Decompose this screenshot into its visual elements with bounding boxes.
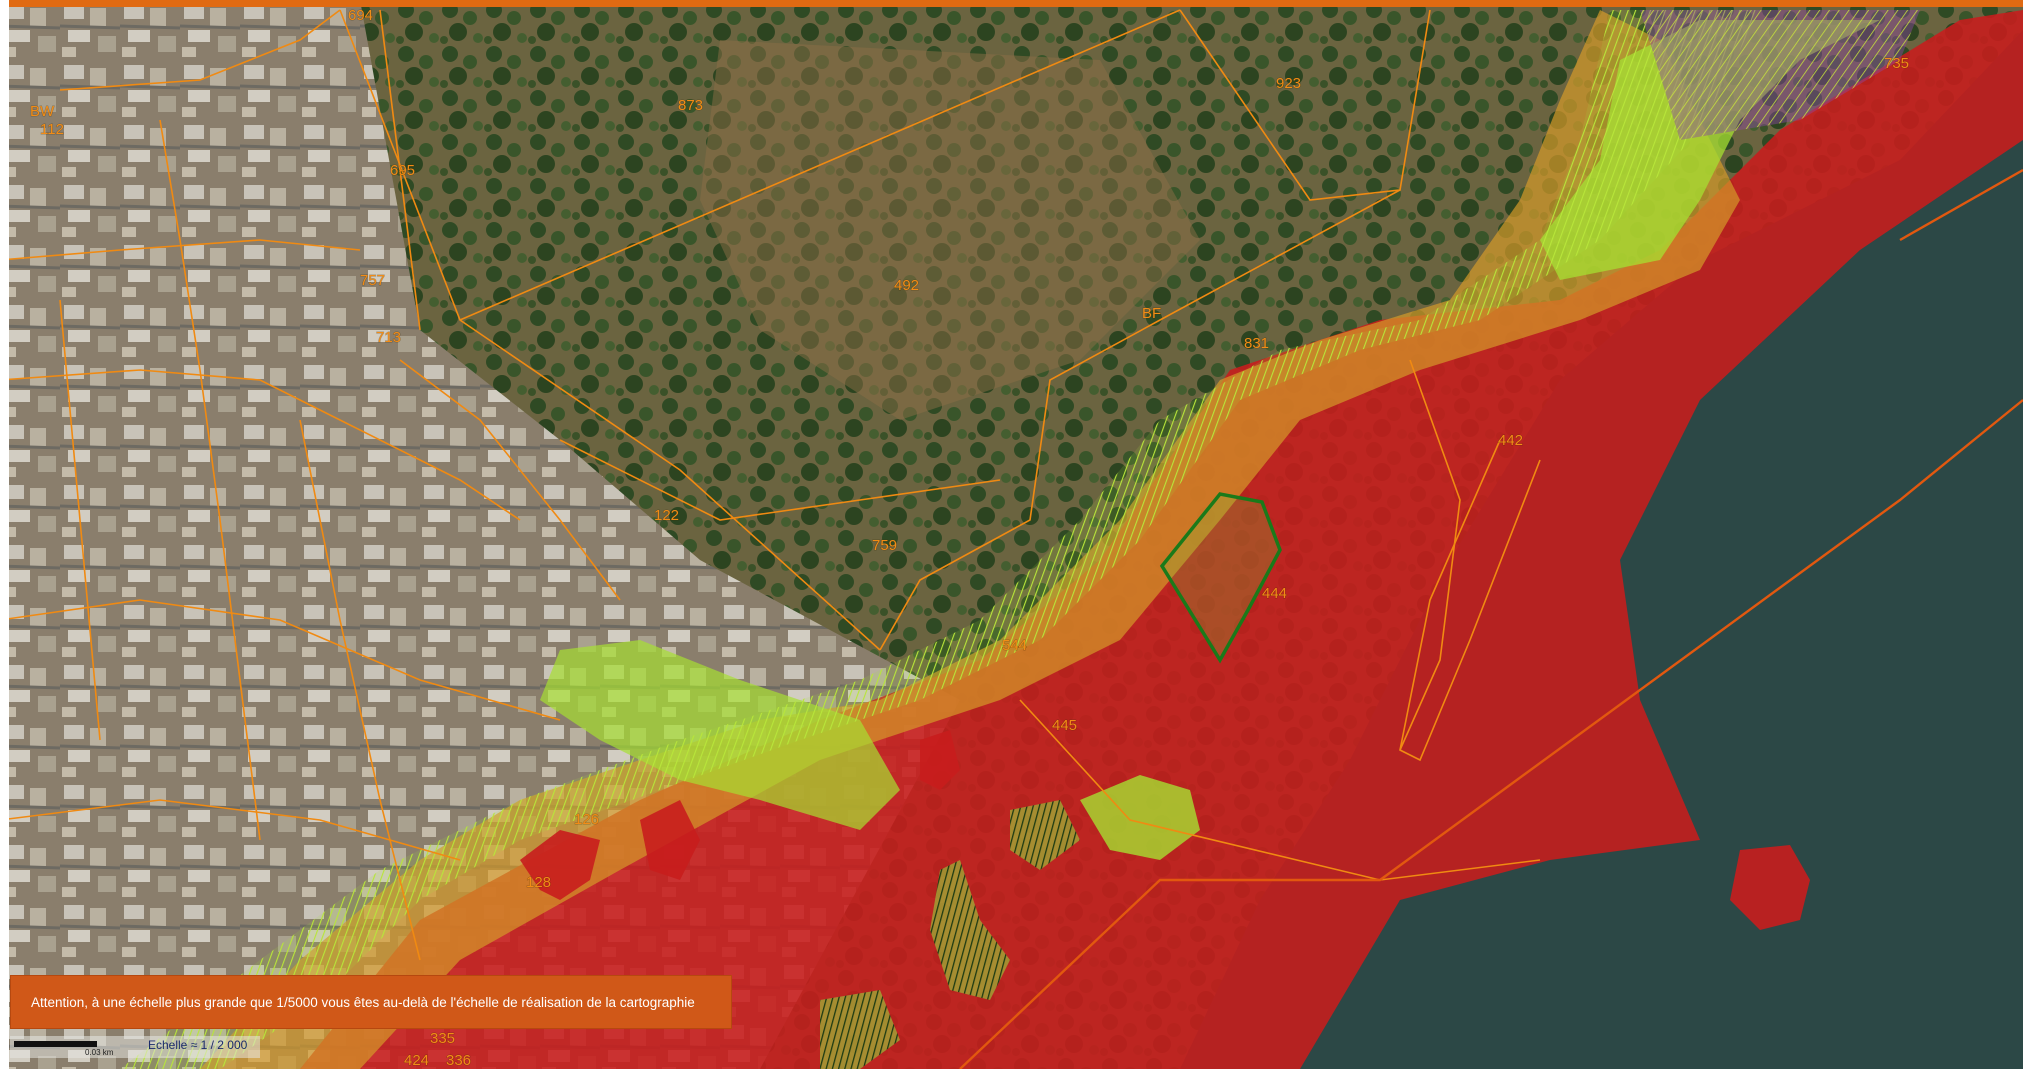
red-patch-2 bbox=[640, 800, 700, 880]
parcel-label: 759 bbox=[872, 537, 897, 554]
purple-zone bbox=[1640, 10, 1920, 140]
parcel-label: 122 bbox=[654, 507, 679, 524]
parcel-outlines bbox=[0, 9, 1541, 961]
parcel-label: 336 bbox=[446, 1052, 471, 1069]
parcel-label: 831 bbox=[1244, 335, 1269, 352]
parcel-label: 713 bbox=[376, 329, 401, 346]
green-patch-2 bbox=[1730, 845, 1810, 930]
parcel-label: 335 bbox=[430, 1030, 455, 1047]
parcel-label: 126 bbox=[574, 811, 599, 828]
parcel-label: 445 bbox=[1052, 717, 1077, 734]
parcel-label: 923 bbox=[1276, 75, 1301, 92]
scale-text: Echelle ≈ 1 / 2 000 bbox=[148, 1038, 248, 1052]
green-patch-1 bbox=[1080, 775, 1200, 860]
dark-hatched-patch-3 bbox=[820, 990, 900, 1069]
scale-bar-label: 0.03 km bbox=[85, 1048, 114, 1057]
hatched-buffer-zone bbox=[120, 10, 1760, 1069]
parcel-label: 873 bbox=[678, 97, 703, 114]
dark-hatched-patch-2 bbox=[930, 860, 1010, 1000]
dark-hatched-patch-1 bbox=[1010, 800, 1080, 870]
parcel-label: BW bbox=[30, 103, 55, 120]
parcel-label: 735 bbox=[1884, 55, 1909, 72]
parcel-label: 492 bbox=[894, 277, 919, 294]
left-border bbox=[0, 0, 9, 1069]
top-border bbox=[0, 0, 2023, 7]
red-patch-3 bbox=[920, 730, 960, 790]
scale-warning-text: Attention, à une échelle plus grande que… bbox=[31, 994, 695, 1010]
parcel-label: 757 bbox=[360, 272, 385, 289]
parcel-label: 424 bbox=[404, 1052, 429, 1069]
boundary-lines bbox=[959, 168, 2023, 1069]
parcel-label: 444 bbox=[1262, 585, 1287, 602]
dry-slope bbox=[700, 40, 1200, 420]
parcel-label: BF bbox=[1142, 305, 1161, 322]
parcel-label: 544 bbox=[1002, 637, 1027, 654]
selected-parcel[interactable] bbox=[1159, 492, 1282, 664]
red-patch-1 bbox=[520, 830, 600, 900]
parcel-label: 442 bbox=[1498, 432, 1523, 449]
parcel-label: 695 bbox=[390, 162, 415, 179]
parcel-label: 112 bbox=[40, 121, 64, 138]
scale-bar bbox=[14, 1041, 97, 1047]
parcel-label: 694 bbox=[348, 7, 373, 24]
parcel-label: 128 bbox=[526, 874, 551, 891]
scale-warning-banner: Attention, à une échelle plus grande que… bbox=[10, 975, 732, 1029]
